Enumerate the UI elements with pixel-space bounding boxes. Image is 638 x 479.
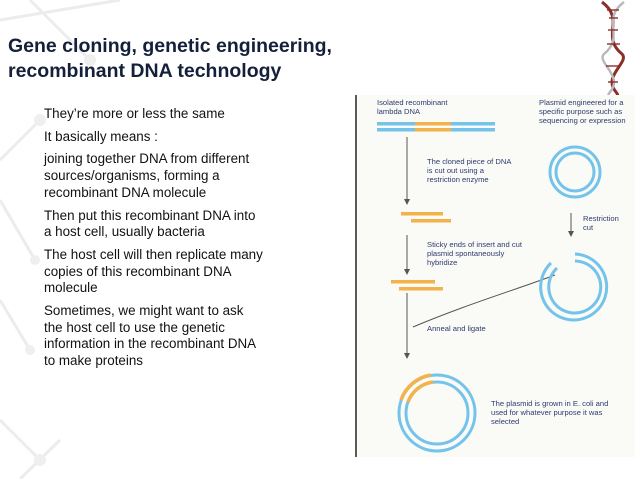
- bullet-item: They’re more or less the same: [44, 106, 225, 121]
- label-plasmid-engineered: Plasmid engineered for a specific purpos…: [539, 98, 626, 125]
- slide-title: Gene cloning, genetic engineering, recom…: [8, 34, 378, 84]
- slide-title-line2: recombinant DNA technology: [8, 60, 282, 82]
- label-cloned-piece-cut: The cloned piece of DNA is cut out using…: [427, 157, 512, 184]
- label-isolated-lambda: Isolated recombinant lambda DNA: [377, 98, 448, 116]
- bullet-item: The host cell will then replicate many c…: [44, 246, 263, 296]
- label-restriction-cut: Restriction cut: [583, 214, 619, 232]
- recombinant-plasmid: [397, 373, 477, 453]
- cloning-diagram-graphics: [377, 122, 609, 453]
- cut-plasmid: [539, 252, 609, 322]
- figure-left-border: [355, 95, 357, 457]
- bullet-item: Sometimes, we might want to ask the host…: [44, 303, 256, 369]
- restriction-arrow: [568, 213, 574, 237]
- process-arrow-left: [404, 137, 410, 359]
- bullet-list: They’re more or less the same It basical…: [44, 106, 334, 376]
- bullet-item: Then put this recombinant DNA into a hos…: [44, 207, 256, 240]
- label-sticky-ends: Sticky ends of insert and cut plasmid sp…: [427, 240, 522, 267]
- sticky-insert-strands: [391, 280, 443, 291]
- slide-title-line1: Gene cloning, genetic engineering,: [8, 35, 332, 57]
- lambda-dna-strands: [377, 122, 495, 132]
- label-plasmid-grown: The plasmid is grown in E. coli and used…: [491, 399, 609, 426]
- label-anneal-ligate: Anneal and ligate: [427, 324, 486, 333]
- bullet-item: joining together DNA from different sour…: [44, 151, 250, 200]
- cloning-diagram-figure: Isolated recombinant lambda DNA Plasmid …: [355, 95, 635, 457]
- plasmid-circle: [548, 145, 602, 199]
- bullet-item: It basically means :: [44, 128, 158, 144]
- cut-insert-strands: [401, 212, 451, 223]
